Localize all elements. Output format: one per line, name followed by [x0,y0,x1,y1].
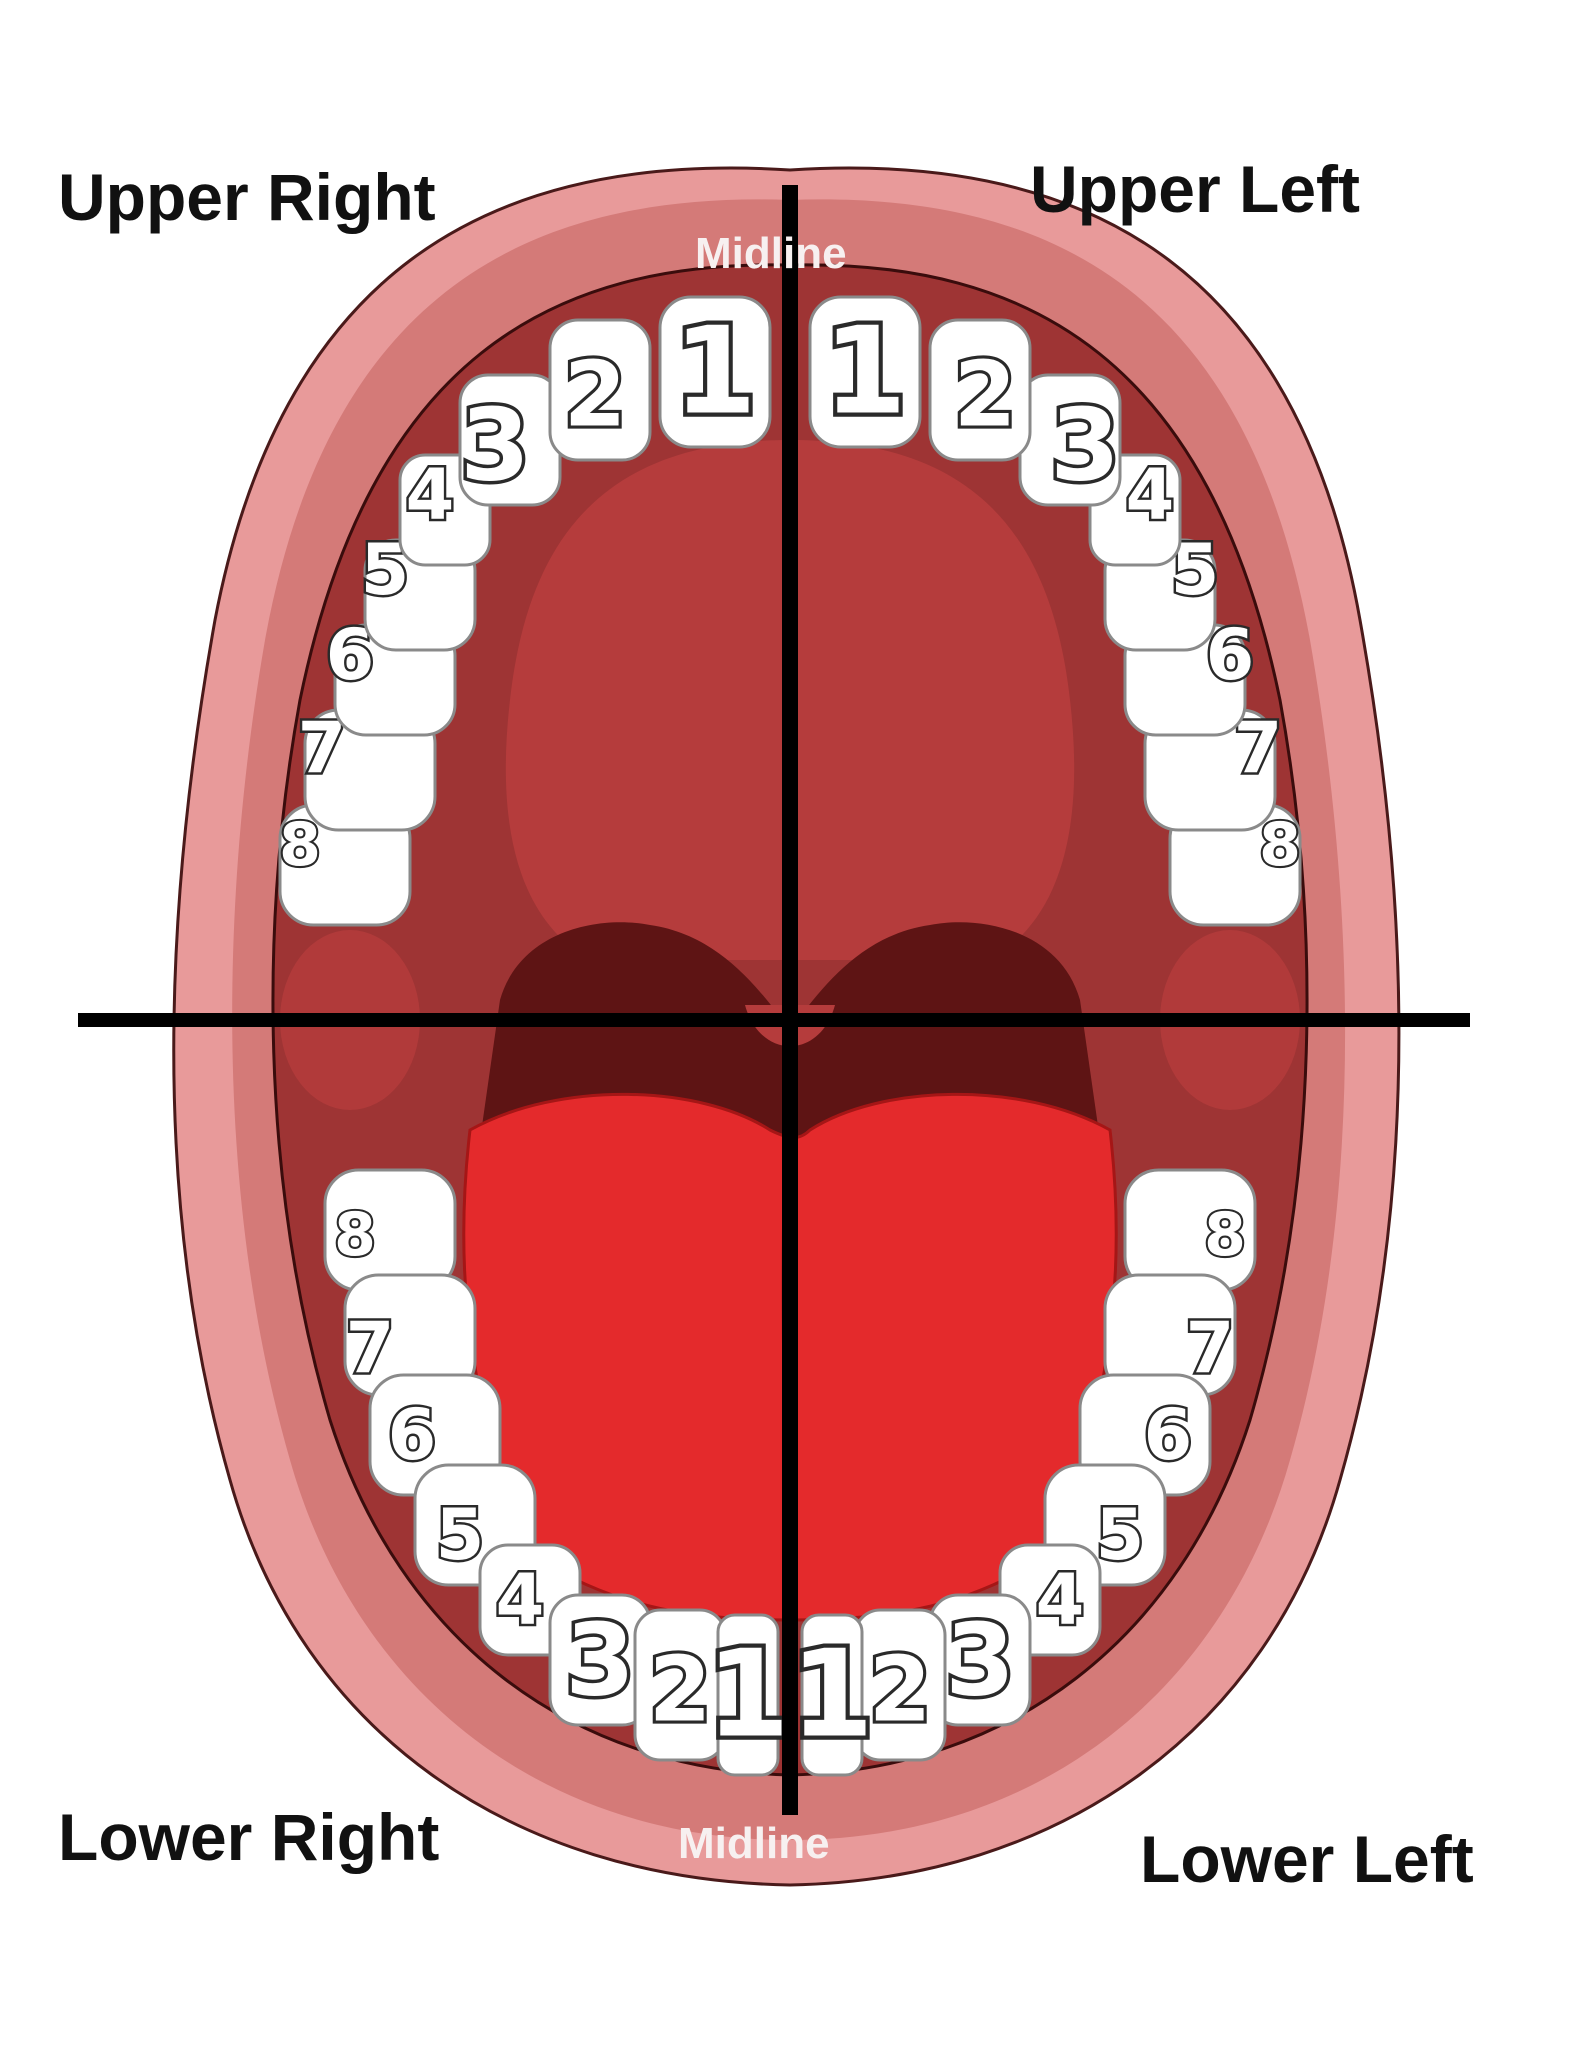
tooth-lower-right-8: 8 [323,1168,457,1292]
tooth-lower-right-1: 1 [702,1613,794,1777]
tooth-upper-right-6: 6 [323,612,457,737]
midline-label-top: Midline [695,229,847,278]
tooth-lower-left-3: 3 [928,1593,1032,1727]
tooth-number: 3 [945,1602,1015,1719]
tooth-number: 2 [954,343,1017,448]
tooth-number: 4 [406,454,455,536]
tooth-upper-left-8: 8 [1168,803,1303,927]
tooth-number: 6 [388,1394,437,1476]
tooth-lower-right-2: 2 [633,1608,727,1762]
tooth-number: 4 [496,1559,545,1641]
tooth-lower-left-5: 5 [1043,1463,1167,1587]
tooth-number: 1 [790,1626,874,1765]
tooth-number: 5 [436,1494,485,1576]
tooth-upper-left-1: 1 [808,295,922,449]
tooth-lower-left-8: 8 [1123,1168,1257,1292]
tooth-upper-left-2: 2 [928,318,1032,462]
tooth-upper-right-3: 3 [457,373,562,507]
tooth-number: 1 [706,1626,790,1765]
tooth-number: 4 [1126,454,1175,536]
tooth-upper-left-5: 5 [1103,527,1222,652]
tooth-lower-left-1: 1 [786,1613,878,1777]
tooth-number: 3 [1050,387,1120,504]
tooth-number: 2 [869,1638,932,1743]
quadrant-label-lower-left: Lower Left [1140,1822,1474,1896]
tooth-number: 3 [460,387,530,504]
tooth-upper-right-2: 2 [548,318,652,462]
tooth-crown [928,318,1032,462]
tooth-crown [716,1613,780,1777]
quadrant-label-upper-right: Upper Right [58,160,436,234]
tooth-number: 3 [565,1602,635,1719]
tooth-crown [548,318,652,462]
tooth-lower-right-3: 3 [548,1593,652,1727]
tooth-number: 6 [1144,1394,1193,1476]
tooth-number: 8 [1204,1200,1246,1270]
tooth-upper-left-3: 3 [1018,373,1123,507]
quadrant-label-lower-right: Lower Right [58,1800,439,1874]
tooth-upper-right-8: 8 [277,803,412,927]
tooth-crown [800,1613,864,1777]
tooth-number: 7 [346,1307,395,1389]
tooth-upper-right-5: 5 [358,527,477,652]
quadrant-label-upper-left: Upper Left [1030,152,1360,226]
tooth-number: 7 [1186,1307,1235,1389]
tooth-number: 5 [1096,1494,1145,1576]
midline-label-bottom: Midline [678,1819,830,1868]
tooth-number: 4 [1036,1559,1085,1641]
tooth-crown [808,295,922,449]
tooth-lower-left-2: 2 [853,1608,947,1762]
tooth-number: 8 [1259,810,1301,880]
tooth-number: 2 [564,343,627,448]
tooth-number: 1 [673,303,757,442]
tooth-number: 8 [334,1200,376,1270]
tooth-number: 2 [649,1638,712,1743]
tooth-crown [658,295,772,449]
tooth-number: 1 [823,303,907,442]
tooth-lower-right-7: 7 [343,1273,477,1397]
tooth-lower-right-4: 4 [478,1543,582,1657]
tooth-upper-right-4: 4 [398,452,492,567]
tooth-upper-right-1: 1 [658,295,772,449]
